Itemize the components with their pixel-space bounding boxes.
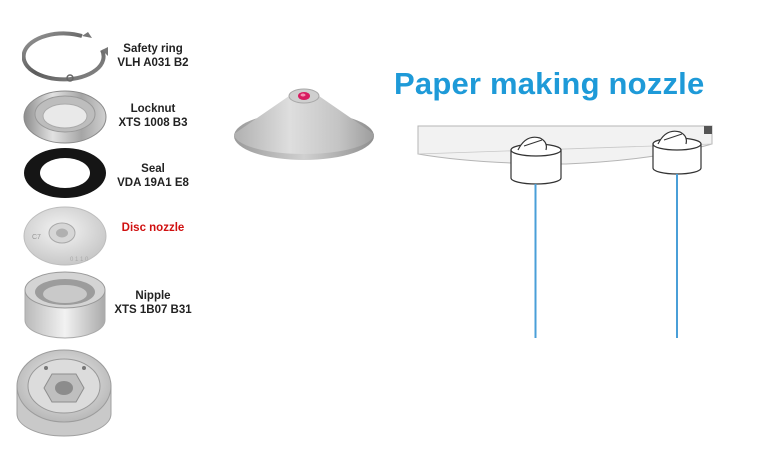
nozzle-2: [652, 130, 702, 175]
nozzle-1: [510, 136, 562, 185]
spray-diagram: [417, 125, 713, 338]
disc-nozzle-image: C7 0 1 1 0: [23, 206, 107, 266]
part-name: Disc nozzle: [121, 222, 185, 234]
part-code: XTS 1B07 B31: [114, 304, 192, 316]
locknut-label: Locknut XTS 1008 B3: [108, 102, 198, 130]
locknut-image: [23, 90, 107, 144]
part-name: Safety ring: [123, 43, 183, 55]
safety-ring-image: [22, 31, 108, 82]
seal-label: Seal VDA 19A1 E8: [108, 162, 198, 190]
part-name: Seal: [141, 163, 165, 175]
nozzle-housing-image: [16, 349, 112, 437]
seal-image: [24, 148, 106, 198]
part-name: Nipple: [135, 290, 171, 302]
safety-ring-label: Safety ring VLH A031 B2: [108, 42, 198, 70]
disc-nozzle-label: Disc nozzle: [108, 221, 198, 235]
cone-nozzle-image: [234, 88, 374, 160]
nipple-label: Nipple XTS 1B07 B31: [108, 289, 198, 317]
part-code: VLH A031 B2: [117, 57, 189, 69]
nipple-image: [24, 271, 106, 339]
part-code: XTS 1008 B3: [118, 117, 188, 129]
svg-text:0 1 1 0: 0 1 1 0: [70, 257, 89, 263]
svg-text:C7: C7: [32, 234, 41, 241]
page-title: Paper making nozzle: [394, 66, 705, 101]
part-name: Locknut: [130, 103, 176, 115]
part-code: VDA 19A1 E8: [117, 177, 189, 189]
